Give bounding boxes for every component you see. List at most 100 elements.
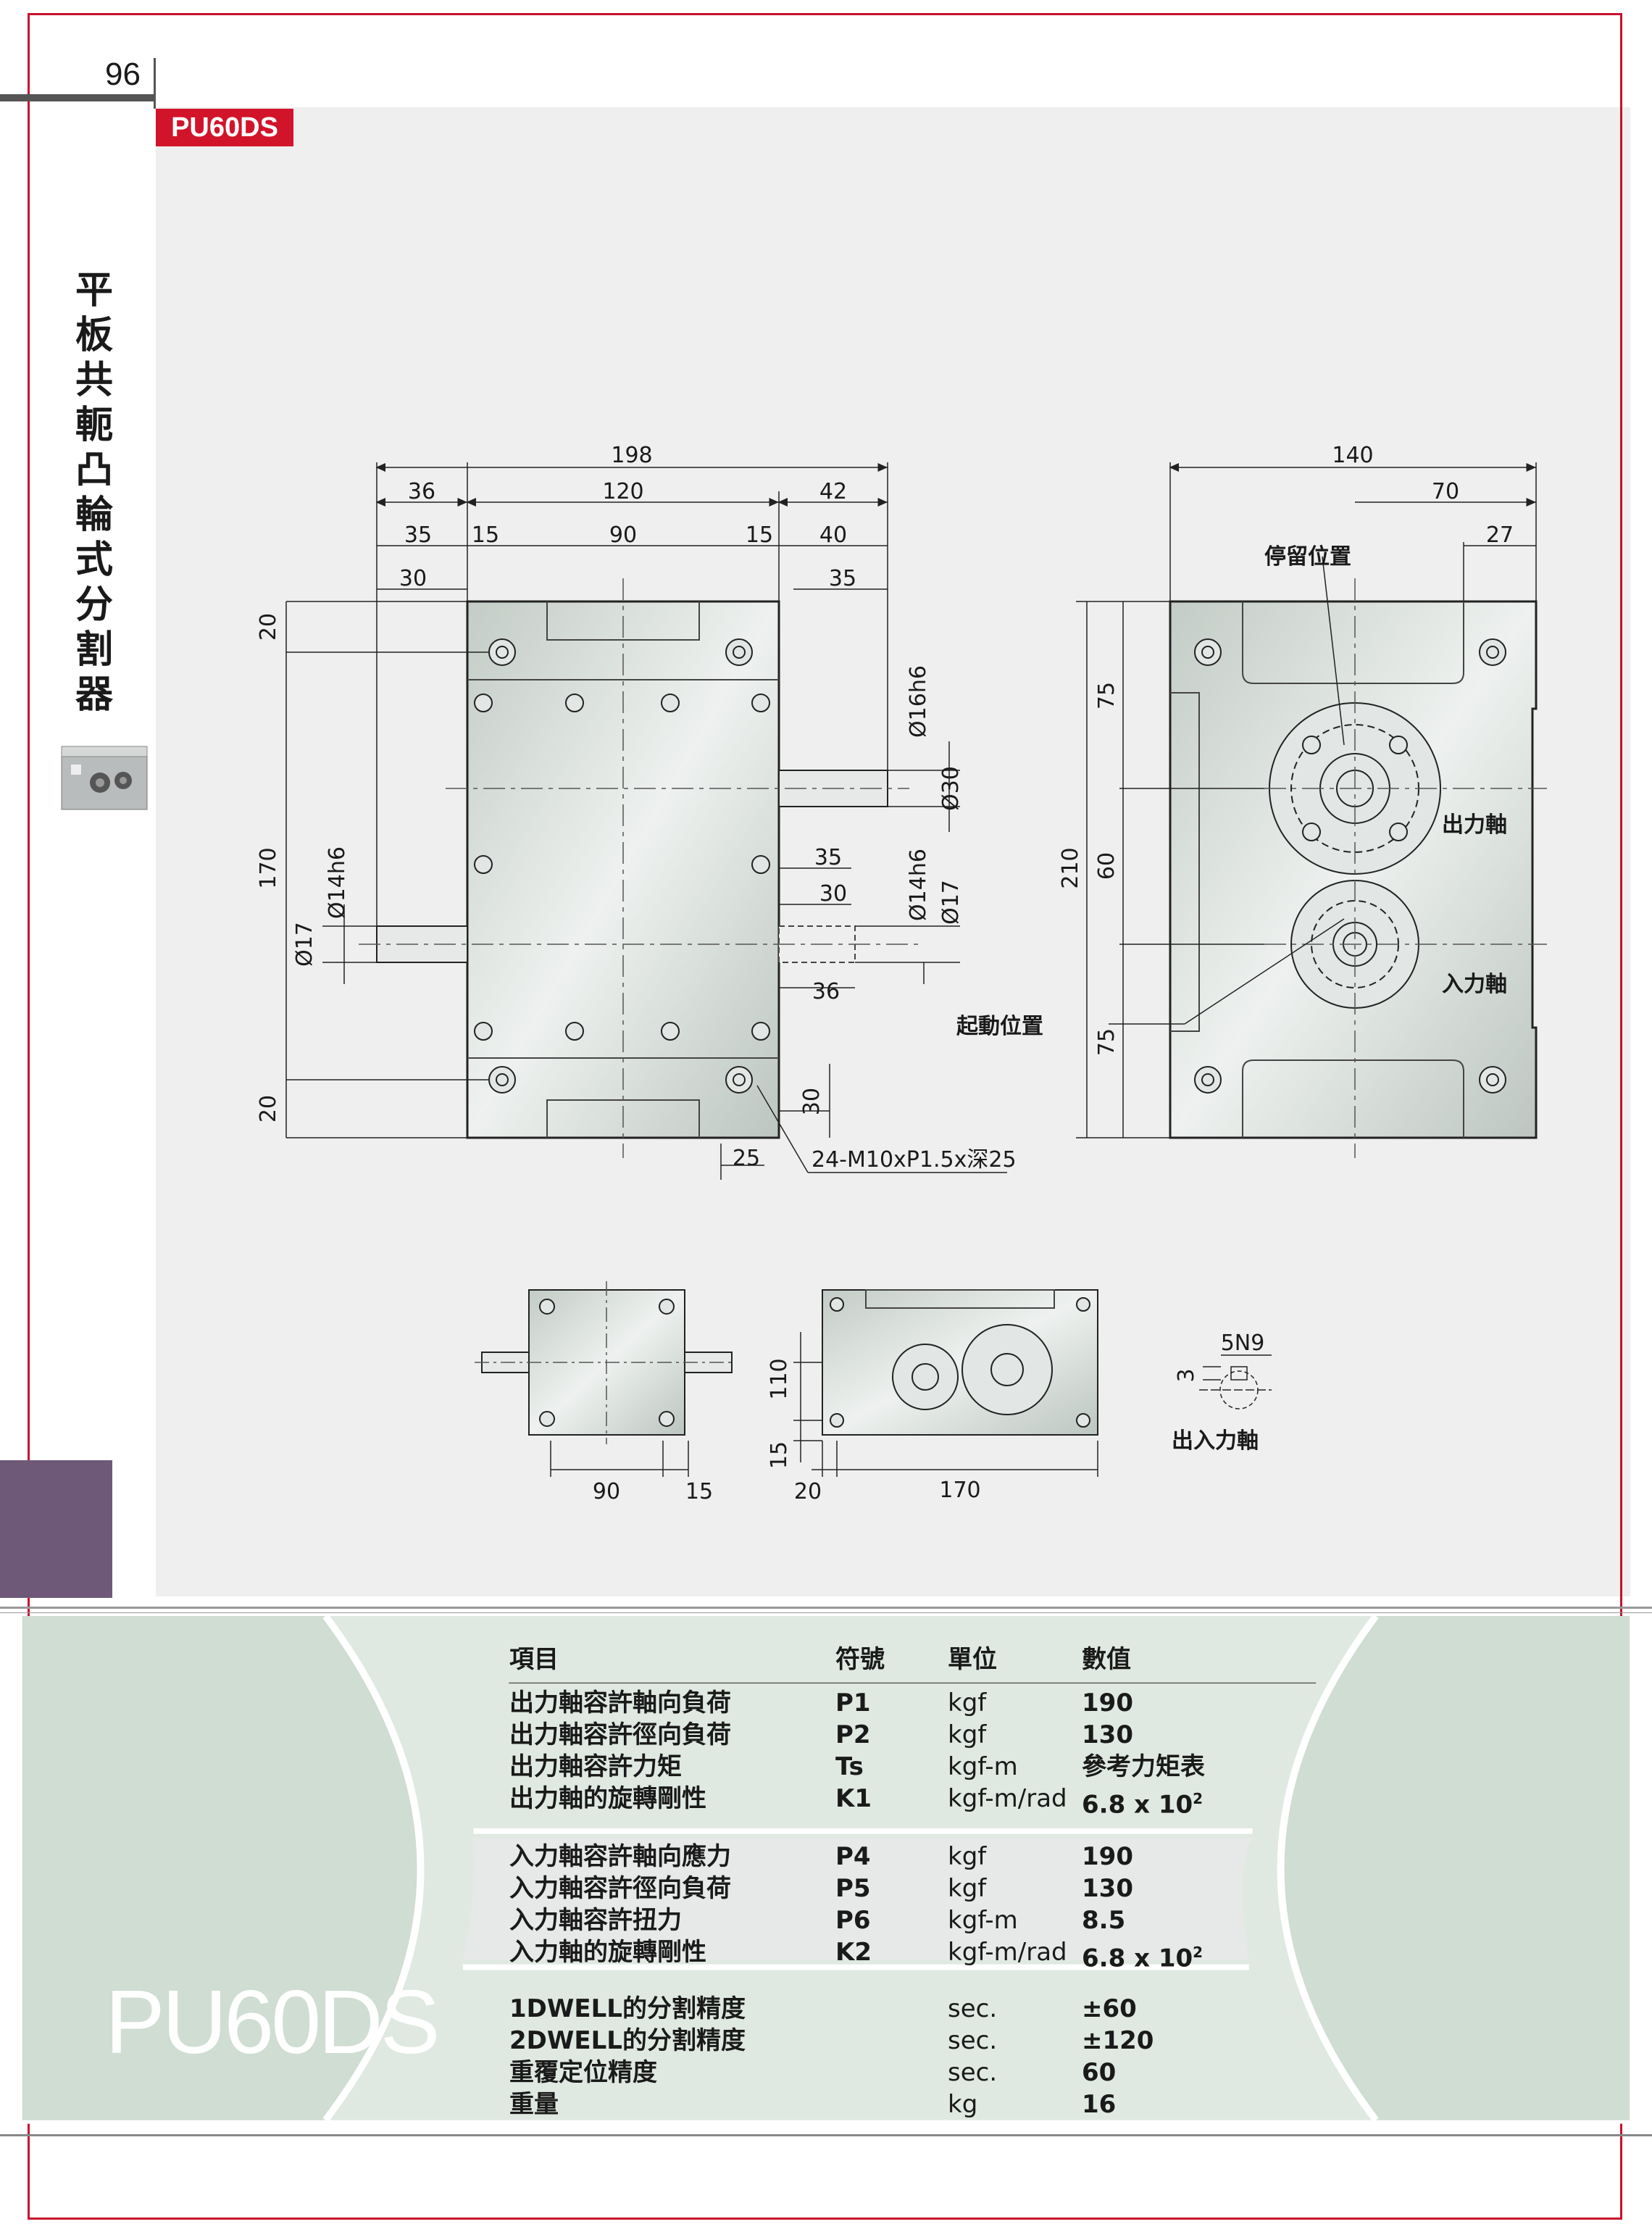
spec-symbol: Ts (835, 1752, 864, 1781)
dim-120: 120 (602, 479, 643, 504)
spec-item: 出力軸容許力矩 (509, 1752, 682, 1781)
spec-unit: kg (948, 2090, 978, 2119)
spec-unit: kgf-m (948, 1752, 1018, 1781)
dim-70: 70 (1432, 479, 1459, 504)
dim-60: 60 (1094, 852, 1119, 880)
spec-unit: kgf-m/rad (948, 1938, 1067, 1967)
frame-left (28, 13, 30, 2220)
header-rule-vertical (154, 58, 156, 109)
start-position-label: 起動位置 (956, 1014, 1043, 1039)
side-title-char: 輪 (75, 494, 113, 537)
header-rule (0, 94, 156, 101)
dim-170: 170 (256, 847, 281, 888)
spec-unit: kgf-m (948, 1906, 1018, 1935)
dim-210: 210 (1058, 847, 1083, 888)
dim-198: 198 (611, 443, 652, 468)
thread-spec: 24-M10xP1.5x深25 (812, 1147, 1017, 1173)
spec-top-rule (0, 1607, 1652, 1609)
dim-output-shaft-dia: Ø16h6 (906, 665, 931, 738)
dim-30b: 30 (819, 881, 847, 907)
spec-unit: kgf (948, 1874, 987, 1903)
spec-unit: kgf (948, 1720, 987, 1749)
small-dim-20: 20 (794, 1479, 822, 1504)
side-title-char: 軛 (75, 404, 113, 447)
spec-unit: sec. (948, 1994, 998, 2023)
spec-item: 2DWELL的分割精度 (509, 2026, 746, 2055)
side-dimensions: 140 70 27 75 60 75 210 停留位置 出力軸 起動位置 入力軸 (956, 443, 1514, 1056)
spec-value: 130 (1082, 1720, 1133, 1749)
spec-symbol: P2 (835, 1720, 871, 1749)
spec-unit: kgf-m/rad (948, 1784, 1067, 1813)
spec-unit: kgf (948, 1688, 987, 1717)
keyway-detail (1199, 1354, 1272, 1409)
spec-value: ±120 (1082, 2026, 1154, 2055)
side-title-char: 凸 (75, 449, 113, 492)
front-view (285, 462, 1007, 1180)
frame-top (28, 13, 1622, 15)
dim-output-hub-dia: Ø30 (938, 766, 964, 811)
section-marker (0, 1460, 112, 1598)
spec-background (22, 1616, 1630, 2124)
small-top-view (475, 1281, 735, 1477)
small-dim-15b: 15 (767, 1441, 792, 1469)
side-title-char: 平 (75, 269, 113, 312)
dim-35: 35 (404, 522, 432, 548)
spec-value: 130 (1082, 1874, 1133, 1903)
header-item: 項目 (509, 1645, 559, 1674)
dim-40: 40 (819, 522, 847, 548)
dim-30: 30 (399, 566, 427, 591)
spec-bottom-rule (0, 2134, 1652, 2136)
dim-15b: 15 (746, 522, 773, 548)
small-dim-110: 110 (767, 1358, 792, 1399)
spec-symbol: K2 (835, 1938, 872, 1967)
side-title-char: 割 (75, 628, 113, 672)
keyway-width: 5N9 (1221, 1331, 1265, 1356)
spec-value-exponent: 2 (1193, 1944, 1203, 1961)
side-title-char: 分 (75, 583, 113, 627)
dim-75-top: 75 (1094, 682, 1119, 709)
spec-value: 6.8 x 102 (1082, 1783, 1203, 1820)
dim-rear-shaft-dia2: Ø17 (938, 880, 964, 925)
dim-input-shaft-dia2: Ø17 (292, 922, 317, 967)
spec-value-base: 6.8 x 10 (1082, 1944, 1193, 1973)
dim-36b: 36 (812, 979, 840, 1004)
spec-item: 出力軸的旋轉剛性 (509, 1784, 706, 1813)
spec-value: ±60 (1082, 1994, 1137, 2023)
spec-value: 16 (1082, 2090, 1117, 2119)
page-number: 96 (105, 57, 141, 92)
front-dimensions: 198 36 120 42 35 15 90 15 40 30 35 20 17… (256, 443, 1017, 1173)
dim-25: 25 (733, 1146, 760, 1171)
spec-item: 入力軸容許軸向應力 (509, 1842, 731, 1871)
dim-42: 42 (819, 479, 847, 504)
spec-symbol: K1 (835, 1784, 872, 1813)
small-dim-15: 15 (685, 1479, 713, 1504)
side-title-char: 器 (75, 673, 113, 717)
spec-value: 190 (1082, 1842, 1133, 1871)
dim-90: 90 (609, 522, 637, 548)
small-dim-90: 90 (593, 1479, 620, 1504)
dim-30c: 30 (799, 1088, 825, 1115)
spec-symbol: P1 (835, 1688, 871, 1717)
dim-35b: 35 (829, 566, 856, 591)
small-side-view (793, 1289, 1098, 1477)
spec-item: 入力軸的旋轉剛性 (509, 1938, 706, 1967)
dim-35c: 35 (814, 845, 842, 870)
dim-140: 140 (1332, 443, 1373, 468)
side-title: 平 板 共 軛 凸 輪 式 分 割 器 (69, 268, 120, 717)
spec-item: 出力軸容許徑向負荷 (509, 1720, 731, 1749)
spec-item: 入力軸容許扭力 (509, 1906, 682, 1935)
dim-36: 36 (408, 479, 435, 504)
spec-top-rule-2 (0, 1612, 1652, 1613)
spec-value: 60 (1082, 2058, 1117, 2087)
keyway-depth: 3 (1174, 1368, 1199, 1382)
spec-item: 重覆定位精度 (509, 2058, 657, 2087)
dim-20-bottom: 20 (256, 1095, 281, 1123)
spec-symbol: P5 (835, 1874, 871, 1903)
dwell-position-label: 停留位置 (1264, 544, 1351, 570)
io-shaft-label: 出入力軸 (1172, 1428, 1259, 1454)
spec-unit: sec. (948, 2026, 998, 2055)
frame-bottom (28, 2218, 1622, 2220)
dim-27: 27 (1486, 522, 1514, 548)
side-title-char: 板 (75, 314, 113, 357)
header-symbol: 符號 (835, 1645, 885, 1674)
